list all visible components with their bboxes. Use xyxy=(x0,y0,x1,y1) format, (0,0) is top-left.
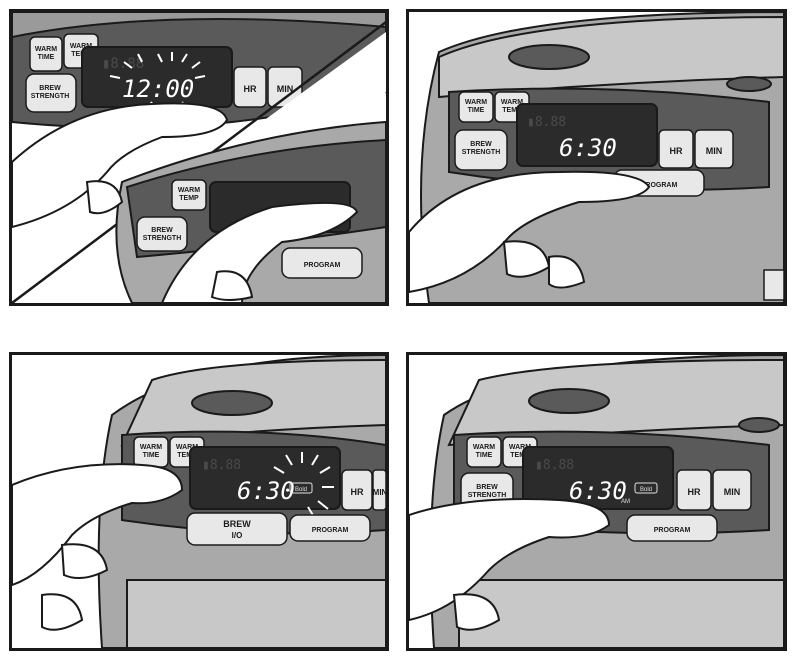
svg-text:▮8.88: ▮8.88 xyxy=(102,56,144,72)
svg-text:▮8.88: ▮8.88 xyxy=(527,115,566,130)
clock-readout: 6:30 xyxy=(569,477,627,505)
step-3-illustration: WARM TIME WARM TEMP ▮8.88 6:30 Bold HR M… xyxy=(12,355,386,648)
svg-text:WARM: WARM xyxy=(35,46,57,53)
svg-text:WARM: WARM xyxy=(70,43,92,50)
clock-readout: 6:30 xyxy=(237,477,295,505)
min-button[interactable]: MIN xyxy=(712,469,752,511)
program-button[interactable]: PROGRAM xyxy=(281,247,363,279)
svg-text:MIN: MIN xyxy=(724,487,741,497)
bold-indicator: Bold xyxy=(640,487,652,493)
brew-strength-button[interactable]: BREW STRENGTH xyxy=(136,216,188,252)
hr-button[interactable]: HR xyxy=(233,66,267,108)
bold-indicator: Bold xyxy=(295,487,307,493)
program-button[interactable]: PROGRAM xyxy=(626,514,718,542)
svg-text:BREW: BREW xyxy=(223,519,251,529)
svg-text:TIME: TIME xyxy=(143,452,160,459)
svg-text:WARM: WARM xyxy=(178,187,200,194)
svg-text:STRENGTH: STRENGTH xyxy=(468,492,507,499)
brew-strength-button[interactable]: BREW STRENGTH xyxy=(454,129,508,171)
svg-text:MIN: MIN xyxy=(277,84,294,94)
step-2-illustration: WARM TIME WARM TEMP BREW STRENGTH ▮8.88 … xyxy=(409,12,784,303)
svg-text:STRENGTH: STRENGTH xyxy=(462,149,501,156)
svg-text:HR: HR xyxy=(351,487,364,497)
warm-time-button[interactable]: WARM TIME xyxy=(458,91,494,123)
min-button[interactable]: MIN xyxy=(694,129,734,169)
brew-button[interactable]: BREW I/O xyxy=(186,512,288,546)
warm-temp-button[interactable]: WARM TEMP xyxy=(494,91,530,123)
am-indicator: AM xyxy=(621,499,630,505)
svg-text:TIME: TIME xyxy=(468,107,485,114)
svg-text:WARM: WARM xyxy=(509,444,531,451)
svg-text:WARM: WARM xyxy=(465,99,487,106)
svg-text:TEMP: TEMP xyxy=(502,107,522,114)
svg-text:PROGRAM: PROGRAM xyxy=(654,527,691,534)
svg-text:BREW: BREW xyxy=(39,85,61,92)
svg-text:BREW: BREW xyxy=(476,484,498,491)
hand xyxy=(409,170,651,294)
svg-text:▮8.88: ▮8.88 xyxy=(202,458,241,473)
warm-time-button[interactable]: WARM TIME xyxy=(133,436,169,468)
warm-temp-button[interactable]: WARM TEMP xyxy=(171,179,207,211)
water-lid xyxy=(528,388,610,414)
hand xyxy=(409,498,611,622)
svg-text:PROGRAM: PROGRAM xyxy=(641,182,678,189)
svg-text:STRENGTH: STRENGTH xyxy=(31,93,70,100)
svg-text:TEMP: TEMP xyxy=(177,452,197,459)
svg-text:HR: HR xyxy=(244,84,257,94)
svg-text:TEMP: TEMP xyxy=(510,452,530,459)
flash-indicator xyxy=(273,452,334,518)
svg-text:HR: HR xyxy=(688,487,701,497)
svg-text:TIME: TIME xyxy=(38,54,55,61)
water-lid xyxy=(191,390,273,416)
water-lid xyxy=(508,44,590,70)
svg-text:PROGRAM: PROGRAM xyxy=(312,527,349,534)
step-4-illustration: WARM TIME WARM TEMP BREW STRENGTH ▮8.88 … xyxy=(409,355,784,648)
hr-button[interactable]: HR xyxy=(658,129,694,169)
svg-text:BREW: BREW xyxy=(151,227,173,234)
svg-text:BREW: BREW xyxy=(470,141,492,148)
program-button[interactable]: PROGRAM xyxy=(289,514,371,542)
step-panel-3: WARM TIME WARM TEMP ▮8.88 6:30 Bold HR M… xyxy=(9,352,389,651)
svg-text:MIN: MIN xyxy=(373,488,386,497)
step-panel-1: WARM TIME WARM TEMP BREW STRENGTH ▮8.88 … xyxy=(9,9,389,306)
svg-text:PROGRAM: PROGRAM xyxy=(304,262,341,269)
brew-strength-button[interactable]: BREW STRENGTH xyxy=(25,73,77,113)
svg-text:WARM: WARM xyxy=(473,444,495,451)
clock-readout: 6:30 xyxy=(559,134,617,162)
svg-text:MIN: MIN xyxy=(706,146,723,156)
hr-button[interactable]: HR xyxy=(341,469,373,511)
svg-text:WARM: WARM xyxy=(176,444,198,451)
svg-text:TEMP: TEMP xyxy=(179,195,199,202)
svg-text:▮8.88: ▮8.88 xyxy=(535,458,574,473)
svg-text:STRENGTH: STRENGTH xyxy=(143,235,182,242)
lcd-display: ▮8.88 6:30 AM Bold xyxy=(522,446,674,510)
step-panel-2: WARM TIME WARM TEMP BREW STRENGTH ▮8.88 … xyxy=(406,9,787,306)
hand-2 xyxy=(160,202,359,303)
svg-text:TIME: TIME xyxy=(476,452,493,459)
hr-button[interactable]: HR xyxy=(676,469,712,511)
svg-text:HR: HR xyxy=(670,146,683,156)
lcd-display: ▮8.88 6:30 xyxy=(516,103,658,167)
min-button[interactable]: MIN xyxy=(372,469,386,511)
lcd-display: ▮8.88 12:00 xyxy=(81,46,233,111)
warm-time-button[interactable]: WARM TIME xyxy=(29,36,63,72)
lcd-display: ▮8.88 6:30 Bold xyxy=(189,446,341,518)
svg-text:WARM: WARM xyxy=(140,444,162,451)
step-1-illustration: WARM TIME WARM TEMP BREW STRENGTH ▮8.88 … xyxy=(12,12,386,303)
clock-readout: 12:00 xyxy=(122,75,194,103)
svg-text:I/O: I/O xyxy=(232,531,243,540)
step-panel-4: WARM TIME WARM TEMP BREW STRENGTH ▮8.88 … xyxy=(406,352,787,651)
svg-text:WARM: WARM xyxy=(501,99,523,106)
warm-time-button[interactable]: WARM TIME xyxy=(466,436,502,468)
